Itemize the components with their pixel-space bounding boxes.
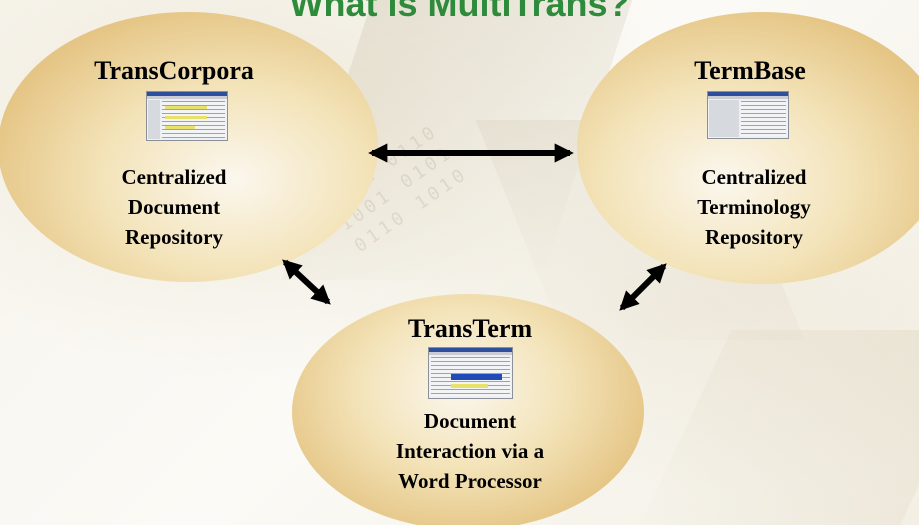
termbase-description: Centralized Terminology Repository	[654, 162, 854, 252]
transcorpora-description-line: Repository	[125, 225, 223, 249]
transcorpora-title: TransCorpora	[94, 56, 254, 85]
termbase-description-line: Repository	[705, 225, 803, 249]
transcorpora-description-line: Document	[127, 195, 221, 219]
transterm-description-line: Document	[423, 409, 517, 433]
transterm-description-line: Word Processor	[398, 469, 542, 493]
transcorpora-transterm-double-arrow-icon	[282, 259, 331, 305]
termbase-transterm-double-arrow-icon	[619, 263, 667, 311]
transcorpora-description-line: Centralized	[121, 165, 227, 189]
transterm-description-line: Interaction via a	[395, 439, 545, 463]
transterm-screenshot-icon	[428, 347, 513, 399]
termbase-title: TermBase	[694, 56, 806, 85]
transcorpora-ellipse	[0, 12, 378, 282]
transterm-ellipse	[292, 294, 644, 525]
transterm-title: TransTerm	[407, 314, 533, 343]
transterm-description: Document Interaction via a Word Processo…	[350, 406, 590, 496]
slide-title: What is MultiTrans?	[289, 0, 630, 24]
transcorpora-screenshot-icon	[146, 91, 228, 141]
background-decoration	[628, 330, 919, 525]
termbase-screenshot-icon	[707, 91, 789, 139]
termbase-description-line: Terminology	[697, 195, 811, 219]
termbase-description-line: Centralized	[701, 165, 807, 189]
transcorpora-description: Centralized Document Repository	[84, 162, 264, 252]
termbase-ellipse	[577, 12, 919, 284]
